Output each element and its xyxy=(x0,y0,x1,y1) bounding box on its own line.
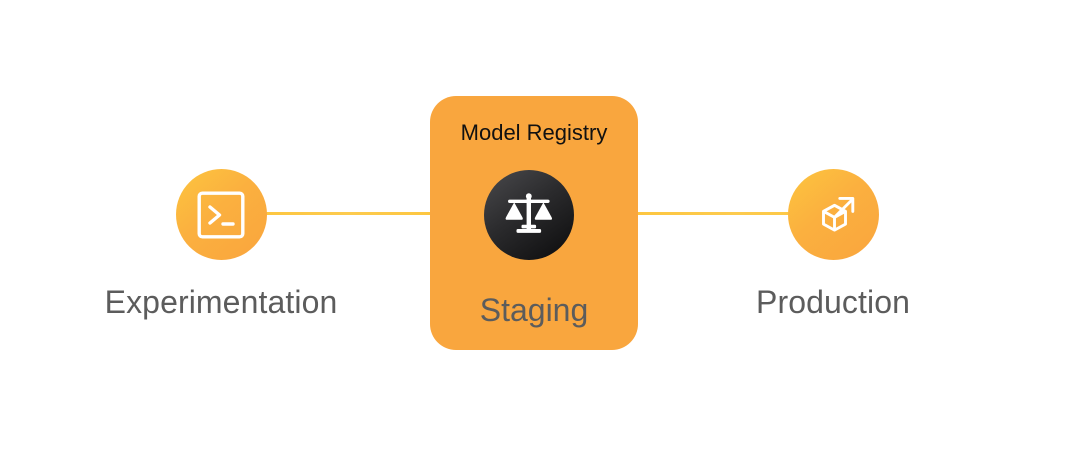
stage-label-staging: Staging xyxy=(479,292,589,328)
terminal-icon xyxy=(196,190,246,240)
cube-deploy-arrow-icon xyxy=(807,189,859,241)
stage-experimentation[interactable]: Experimentation xyxy=(96,169,346,321)
experimentation-node-circle[interactable] xyxy=(175,169,267,260)
scales-balance-icon xyxy=(504,191,554,239)
connector-experimentation-to-staging xyxy=(258,212,438,215)
model-registry-title: Model Registry xyxy=(460,120,608,145)
stage-production[interactable]: Production xyxy=(756,169,910,321)
stage-label-experimentation: Experimentation xyxy=(104,284,338,320)
model-registry-card[interactable]: Model Registry xyxy=(430,96,638,350)
production-node-circle[interactable] xyxy=(787,169,879,260)
connector-staging-to-production xyxy=(632,212,840,215)
staging-node-circle[interactable] xyxy=(484,170,574,260)
stage-label-production: Production xyxy=(756,284,910,320)
